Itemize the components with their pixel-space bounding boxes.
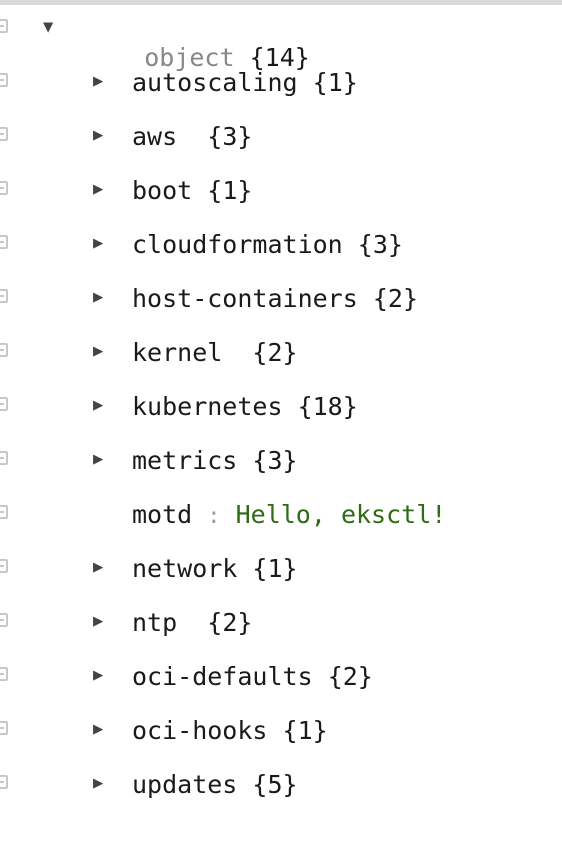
tree-row-aws[interactable]: ▶ aws {3} [0, 112, 562, 166]
tree-row-motd[interactable]: motd : Hello, eksctl! [0, 490, 562, 544]
tree-row-kernel[interactable]: ▶ kernel {2} [0, 328, 562, 382]
drag-handle-icon[interactable] [0, 721, 8, 735]
key-value-separator: : [207, 504, 221, 529]
triangle-right-icon[interactable]: ▶ [93, 665, 104, 685]
node-count: {1} [207, 176, 253, 205]
triangle-right-icon[interactable]: ▶ [93, 395, 104, 415]
node-count: {2} [252, 338, 298, 367]
node-key: oci-defaults [132, 662, 313, 691]
triangle-right-icon[interactable]: ▶ [93, 773, 104, 793]
node-count: {1} [282, 716, 328, 745]
node-key: kernel [132, 338, 223, 367]
node-count: {3} [357, 230, 403, 259]
tree-row-host-containers[interactable]: ▶ host-containers {2} [0, 274, 562, 328]
node-key: network [132, 554, 238, 583]
drag-handle-icon[interactable] [0, 235, 8, 249]
node-key: metrics [132, 446, 238, 475]
tree-row-metrics[interactable]: ▶ metrics {3} [0, 436, 562, 490]
node-key: aws [132, 122, 178, 151]
tree-row-oci-defaults[interactable]: ▶ oci-defaults {2} [0, 652, 562, 706]
drag-handle-icon[interactable] [0, 127, 8, 141]
triangle-right-icon[interactable]: ▶ [93, 287, 104, 307]
tree-row-updates[interactable]: ▶ updates {5} [0, 760, 562, 814]
node-key: ntp [132, 608, 178, 637]
triangle-right-icon[interactable]: ▶ [93, 719, 104, 739]
node-count: {2} [327, 662, 373, 691]
root-node: object {14} [144, 43, 310, 72]
triangle-right-icon[interactable]: ▶ [93, 557, 104, 577]
tree-row-oci-hooks[interactable]: ▶ oci-hooks {1} [0, 706, 562, 760]
drag-handle-icon[interactable] [0, 343, 8, 357]
node-count: {2} [372, 284, 418, 313]
drag-handle-icon[interactable] [0, 181, 8, 195]
node-key: boot [132, 176, 193, 205]
node-count: {5} [252, 770, 298, 799]
triangle-down-icon[interactable]: ▼ [43, 17, 54, 37]
drag-handle-icon[interactable] [0, 289, 8, 303]
drag-handle-icon[interactable] [0, 451, 8, 465]
top-border [0, 0, 562, 5]
tree-row-network[interactable]: ▶ network {1} [0, 544, 562, 598]
triangle-right-icon[interactable]: ▶ [93, 611, 104, 631]
tree-row-cloudformation[interactable]: ▶ cloudformation {3} [0, 220, 562, 274]
tree-row-boot[interactable]: ▶ boot {1} [0, 166, 562, 220]
node-count: {1} [312, 68, 358, 97]
drag-handle-icon[interactable] [0, 19, 8, 33]
drag-handle-icon[interactable] [0, 397, 8, 411]
triangle-right-icon[interactable]: ▶ [93, 233, 104, 253]
string-value[interactable]: Hello, eksctl! [235, 500, 447, 529]
triangle-right-icon[interactable]: ▶ [93, 449, 104, 469]
node-key: kubernetes [132, 392, 283, 421]
drag-handle-icon[interactable] [0, 559, 8, 573]
triangle-right-icon[interactable]: ▶ [93, 71, 104, 91]
drag-handle-icon[interactable] [0, 73, 8, 87]
triangle-right-icon[interactable]: ▶ [93, 341, 104, 361]
node-count: {2} [207, 608, 253, 637]
triangle-right-icon[interactable]: ▶ [93, 179, 104, 199]
node-key: host-containers [132, 284, 358, 313]
node-key: oci-hooks [132, 716, 268, 745]
tree-row-autoscaling[interactable]: ▶ autoscaling {1} [0, 58, 562, 112]
node-key: motd [132, 500, 193, 529]
drag-handle-icon[interactable] [0, 667, 8, 681]
drag-handle-icon[interactable] [0, 505, 8, 519]
tree-row-ntp[interactable]: ▶ ntp {2} [0, 598, 562, 652]
tree-row-kubernetes[interactable]: ▶ kubernetes {18} [0, 382, 562, 436]
triangle-right-icon[interactable]: ▶ [93, 125, 104, 145]
drag-handle-icon[interactable] [0, 775, 8, 789]
node-key: updates [132, 770, 238, 799]
node-key: cloudformation [132, 230, 343, 259]
node-count: {18} [297, 392, 358, 421]
node-count: {3} [207, 122, 253, 151]
tree-root-row[interactable]: ▼ object {14} [0, 4, 562, 72]
node-count: {3} [252, 446, 298, 475]
node-count: {1} [252, 554, 298, 583]
drag-handle-icon[interactable] [0, 613, 8, 627]
node-key: autoscaling [132, 68, 298, 97]
